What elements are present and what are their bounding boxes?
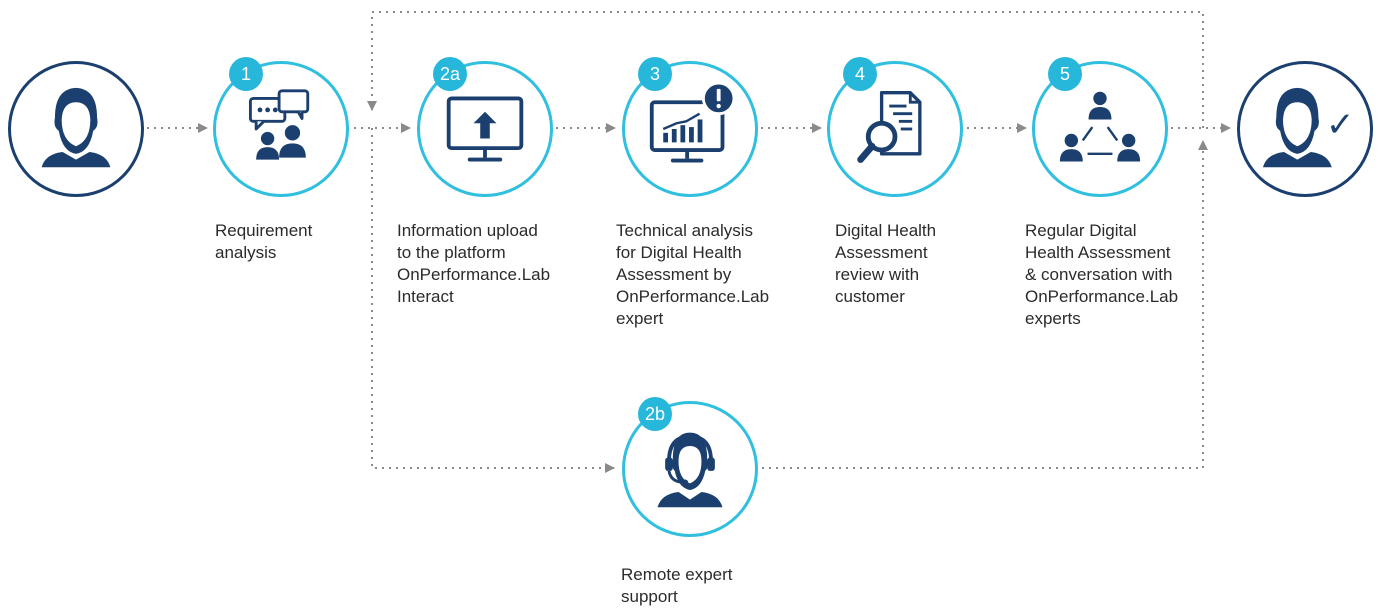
step-3-badge: 3 bbox=[638, 57, 672, 91]
top-bypass-line bbox=[367, 11, 1204, 128]
step-5-caption: Regular Digital Health Assessment & conv… bbox=[1025, 221, 1179, 328]
step-2b-node bbox=[622, 401, 758, 537]
step-4-node bbox=[827, 61, 963, 197]
return-from-2b-line bbox=[762, 140, 1208, 469]
step-2b-badge: 2b bbox=[638, 397, 672, 431]
step-4-badge: 4 bbox=[843, 57, 877, 91]
step-1-badge: 1 bbox=[229, 57, 263, 91]
document-magnifier-icon bbox=[857, 91, 922, 163]
start-user-node bbox=[8, 61, 144, 197]
user-icon bbox=[41, 87, 111, 168]
step-3-caption: Technical analysis for Digital Health As… bbox=[616, 221, 770, 328]
branch-to-2b-line bbox=[371, 128, 615, 473]
user-check-icon bbox=[1262, 87, 1332, 168]
headset-agent-icon bbox=[657, 432, 723, 508]
step-4-caption: Digital Health Assessment review with cu… bbox=[835, 221, 937, 306]
team-network-icon bbox=[1059, 91, 1141, 162]
step-1-caption: Requirement analysis bbox=[215, 221, 313, 262]
conversation-icon bbox=[248, 89, 310, 160]
step-2a-caption: Information upload to the platform OnPer… bbox=[397, 221, 551, 306]
step-5-badge: 5 bbox=[1048, 57, 1082, 91]
step-2a-badge: 2a bbox=[433, 57, 467, 91]
end-user-node: ✓ bbox=[1237, 61, 1373, 197]
check-mark-icon: ✓ bbox=[1326, 105, 1355, 145]
step-2b-caption: Remote expert support bbox=[621, 565, 733, 606]
monitor-chart-alert-icon bbox=[649, 81, 736, 163]
monitor-upload-icon bbox=[446, 96, 524, 162]
